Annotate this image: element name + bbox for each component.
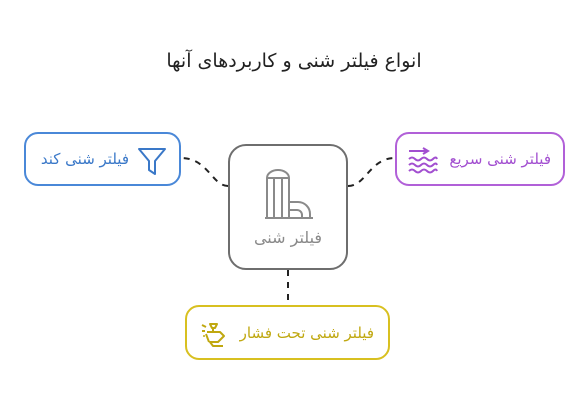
pressure-filter-label: فیلتر شنی تحت فشار [239, 324, 374, 342]
funnel-icon [138, 148, 166, 175]
pressure-filter-node[interactable]: فیلتر شنی تحت فشار [185, 305, 390, 360]
fast-filter-node[interactable]: فیلتر شنی سریع [395, 132, 565, 186]
silo-pipe-icon [265, 169, 313, 219]
slow-filter-node[interactable]: فیلتر شنی کند [24, 132, 181, 186]
fast-water-icon [408, 147, 438, 174]
diagram-title: انواع فیلتر شنی و کاربردهای آنها [166, 50, 422, 72]
center-node-label: فیلتر شنی [253, 228, 323, 247]
pressure-spray-icon [201, 323, 225, 347]
connector-center-to-fast [347, 157, 396, 187]
connector-center-to-slow [180, 157, 229, 187]
center-node[interactable]: فیلتر شنی [228, 144, 348, 270]
slow-filter-label: فیلتر شنی کند [40, 150, 129, 168]
fast-filter-label: فیلتر شنی سریع [449, 150, 551, 168]
